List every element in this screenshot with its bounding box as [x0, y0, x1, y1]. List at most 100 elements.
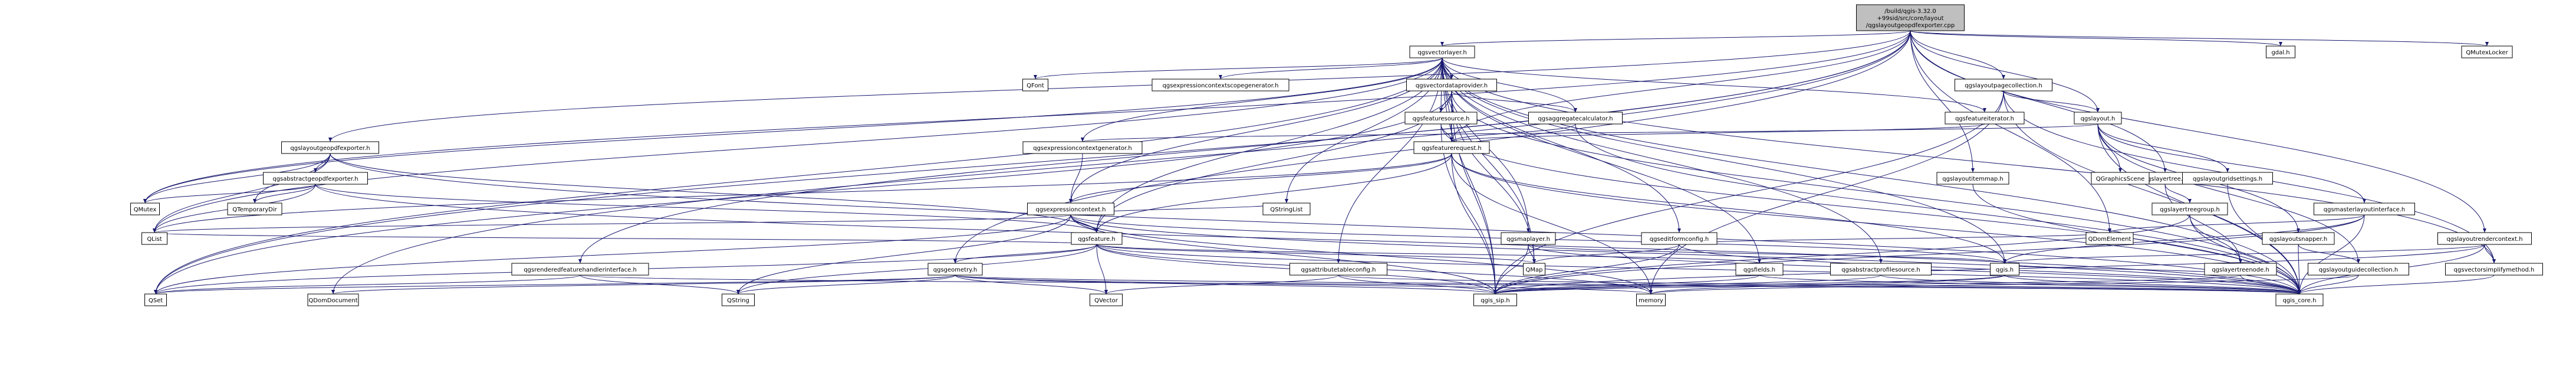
- node-qgsmaplayer[interactable]: qgsmaplayer.h: [1501, 232, 1556, 245]
- node-label: qgsfeaturesource.h: [1413, 116, 1470, 122]
- node-qgsfeaturesource[interactable]: qgsfeaturesource.h: [1404, 112, 1478, 125]
- node-qgsfeature[interactable]: qgsfeature.h: [1071, 232, 1123, 245]
- node-qgis[interactable]: qgis.h: [1990, 263, 2019, 276]
- node-qgsabstractgeopdfexporter[interactable]: qgsabstractgeopdfexporter.h: [263, 172, 368, 185]
- node-qstring: QString: [722, 293, 755, 306]
- edge-arrowhead: [1440, 42, 1444, 46]
- node-qgseditformconfig[interactable]: qgseditformconfig.h: [1641, 232, 1718, 245]
- node-label: qgsattributetableconfig.h: [1301, 267, 1376, 273]
- edge-arrowhead: [2298, 290, 2301, 294]
- node-box: [1501, 232, 1556, 245]
- node-qgslayoutgeopdfexporter[interactable]: qgslayoutgeopdfexporter.h: [281, 141, 379, 154]
- edge-qgsvectorsimplifymethod-to-qgis_core: [2299, 275, 2495, 295]
- node-label: QMutexLocker: [2466, 50, 2508, 56]
- node-qgsrenderedfeaturehandlerinterface[interactable]: qgsrenderedfeaturehandlerinterface.h: [511, 263, 649, 276]
- edge-qgsmasterlayoutinterface-to-qgis_sip: [1495, 214, 2365, 295]
- node-label: qgsexpressioncontextgenerator.h: [1033, 145, 1132, 152]
- node-label: QGraphicsScene: [2096, 176, 2145, 182]
- edge-arrowhead: [253, 199, 256, 203]
- node-qset: QSet: [144, 293, 167, 306]
- edge-arrowhead: [578, 259, 582, 263]
- node-qgsfeatureiterator[interactable]: qgsfeatureiterator.h: [1945, 112, 2025, 125]
- node-label: qgslayoutpagecollection.h: [1965, 83, 2042, 89]
- node-qgslayoutsnapper[interactable]: qgslayoutsnapper.h: [2262, 232, 2335, 245]
- node-box: [2314, 202, 2415, 215]
- edge-arrowhead: [1758, 259, 1761, 263]
- edge-qgsfeature-to-qgsgeometry: [955, 244, 1097, 264]
- node-qgsvectorlayer[interactable]: qgsvectorlayer.h: [1409, 45, 1475, 58]
- node-root[interactable]: /build/qgis-3.32.0+99sid/src/core/layout…: [1856, 4, 1965, 31]
- edge-qgsfeatureiterator-to-qgsfeaturerequest: [1451, 123, 1985, 142]
- edge-arrowhead: [331, 290, 335, 294]
- edge-qgsmaplayer-to-qgis_sip: [1495, 244, 1529, 295]
- edge-arrowhead: [2279, 42, 2282, 46]
- node-qgsvectorsimplifymethod[interactable]: qgsvectorsimplifymethod.h: [2445, 263, 2543, 276]
- edge-qgsfeaturerequest-to-qgsfeature: [1096, 153, 1452, 233]
- node-qgsexpressioncontextscopegenerator[interactable]: qgsexpressioncontextscopegenerator.h: [1152, 79, 1289, 92]
- edge-qgslayertreegroup-to-qgis_sip: [1495, 214, 2190, 295]
- node-qgsabstractprofilesource[interactable]: qgsabstractprofilesource.h: [1830, 263, 1932, 276]
- node-label: QVector: [1094, 298, 1118, 304]
- node-box: [1406, 79, 1497, 92]
- node-qgslayoutitemmap[interactable]: qgslayoutitemmap.h: [1936, 172, 2009, 185]
- edge-qgis-to-memory: [1650, 275, 2005, 295]
- node-qgslayout[interactable]: qgslayout.h: [2074, 112, 2122, 125]
- edge-qgslayoutgeopdfexporter-to-qgis_core: [330, 153, 2300, 295]
- node-label: qgsaggregatecalculator.h: [1538, 116, 1613, 122]
- node-qgis_sip[interactable]: qgis_sip.h: [1473, 293, 1517, 306]
- node-qgsexpressioncontextgenerator[interactable]: qgsexpressioncontextgenerator.h: [1022, 141, 1143, 154]
- node-box: [142, 232, 167, 245]
- node-qgslayoutpagecollection[interactable]: qgslayoutpagecollection.h: [1955, 79, 2052, 92]
- node-box: [1641, 232, 1718, 245]
- node-label: QMutex: [134, 207, 157, 213]
- node-box: [722, 293, 755, 306]
- edge-qgsvectorlayer-to-qgsvectorsimplifymethod: [1442, 57, 2495, 264]
- edge-qgsgeometry-to-qset: [155, 275, 956, 295]
- node-label: qgsfeaturerequest.h: [1422, 145, 1482, 152]
- node-box: [263, 172, 368, 185]
- node-qgslayertreenode[interactable]: qgslayertreenode.h: [2204, 263, 2277, 276]
- node-qgsfeaturerequest[interactable]: qgsfeaturerequest.h: [1413, 141, 1490, 154]
- edge-qgslayoutpagecollection-to-qgis_sip: [1495, 90, 2004, 295]
- node-box: [1071, 232, 1123, 245]
- edge-qgslayoutgeopdfexporter-to-qmutex: [144, 153, 331, 204]
- node-box: [1413, 141, 1490, 154]
- node-label: qgslayoutgeopdfexporter.h: [290, 145, 370, 152]
- edge-qgslayoutsnapper-to-qgslayoutguidecollection: [2298, 244, 2359, 264]
- node-box: [1636, 293, 1666, 306]
- edge-qgslayertreenode-to-qgis_core: [2240, 275, 2300, 295]
- node-label: qgsfeatureiterator.h: [1955, 116, 2014, 122]
- node-qgsattributetableconfig[interactable]: qgsattributetableconfig.h: [1289, 263, 1387, 276]
- node-qgsfields[interactable]: qgsfields.h: [1735, 263, 1784, 276]
- node-qlist: QList: [142, 232, 167, 245]
- node-qgsmasterlayoutinterface[interactable]: qgsmasterlayoutinterface.h: [2314, 202, 2415, 215]
- node-qgis_core[interactable]: qgis_core.h: [2275, 293, 2324, 306]
- edge-qgseditformconfig-to-qmap: [1534, 244, 1680, 264]
- node-qgsaggregatecalculator[interactable]: qgsaggregatecalculator.h: [1528, 112, 1623, 125]
- node-label: gdal.h: [2271, 50, 2289, 56]
- node-qgslayoutrendercontext[interactable]: qgslayoutrendercontext.h: [2437, 232, 2532, 245]
- edge-qgsfeature-to-qgsfields: [1096, 244, 1760, 264]
- node-qgslayertreegroup[interactable]: qgslayertreegroup.h: [2151, 202, 2228, 215]
- edge-qgsexpressioncontext-to-qstring: [738, 214, 1071, 295]
- node-qgsexpressioncontext[interactable]: qgsexpressioncontext.h: [1027, 202, 1114, 215]
- edge-qgslayout-to-qgslayoutgridsettings: [2097, 123, 2228, 173]
- edge-arrowhead: [1069, 199, 1072, 203]
- node-label: qgsvectorsimplifymethod.h: [2454, 267, 2535, 273]
- node-qmutexlocker: QMutexLocker: [2461, 45, 2513, 58]
- node-box: [2308, 263, 2409, 276]
- node-qgslayoutguidecollection[interactable]: qgslayoutguidecollection.h: [2308, 263, 2409, 276]
- node-qvector: QVector: [1090, 293, 1123, 306]
- edge-qgsexpressioncontext-to-qgis_core: [1070, 214, 2300, 295]
- node-qmap: QMap: [1523, 263, 1545, 276]
- node-qgslayoutgridsettings[interactable]: qgslayoutgridsettings.h: [2182, 172, 2273, 185]
- edge-arrowhead: [2188, 199, 2192, 203]
- edge-root-to-qgsfeaturerequest: [1451, 30, 1911, 142]
- edge-arrowhead: [1450, 75, 1453, 79]
- node-qgsvectordataprovider[interactable]: qgsvectordataprovider.h: [1406, 79, 1497, 92]
- edge-arrowhead: [2239, 259, 2242, 263]
- edge-arrowhead: [736, 290, 740, 294]
- edge-qgsfeaturerequest-to-qgsexpressioncontext: [1070, 153, 1452, 204]
- node-qgsgeometry[interactable]: qgsgeometry.h: [927, 263, 983, 276]
- edge-arrowhead: [154, 290, 157, 294]
